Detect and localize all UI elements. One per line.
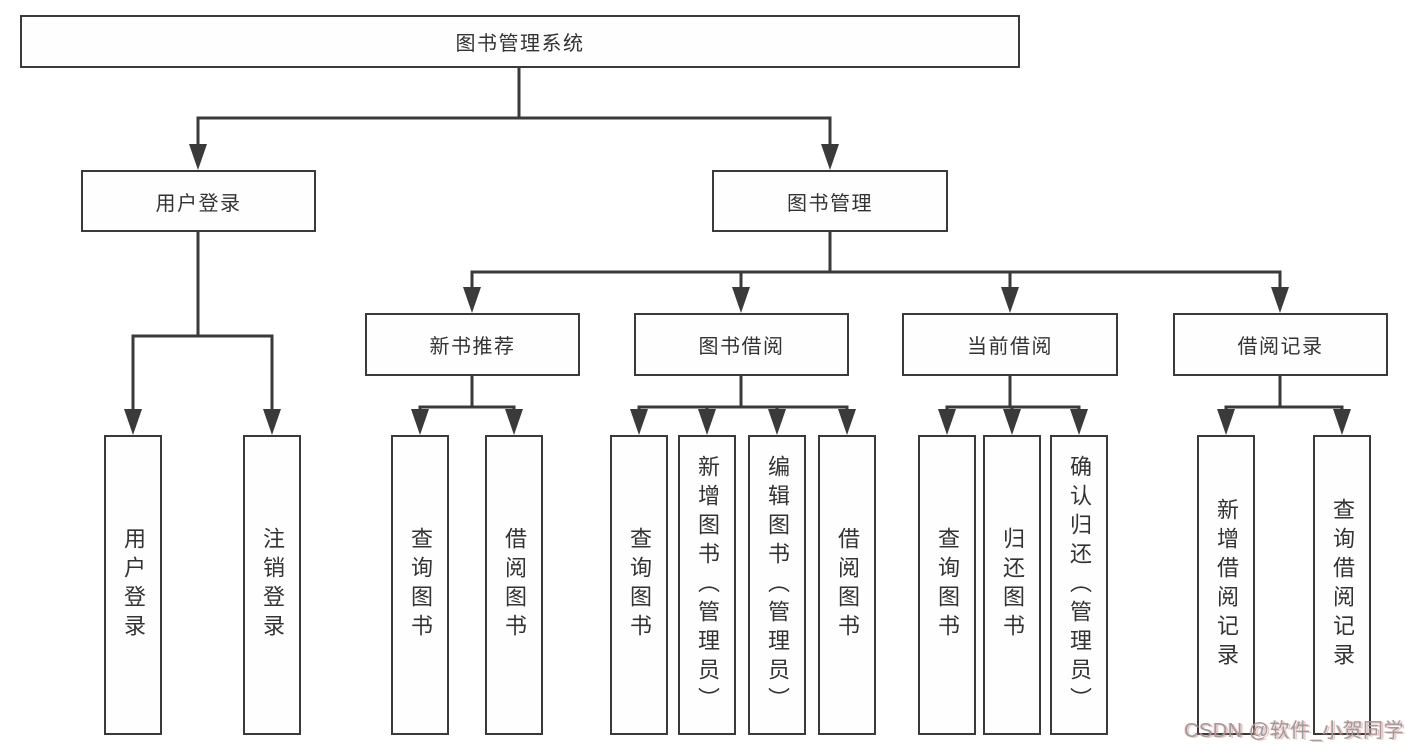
node-root-system-label: 图书管理系统: [455, 33, 585, 55]
node-borrowing-records-label: 借阅记录: [1237, 336, 1324, 358]
arrow-down-icon: [732, 287, 750, 313]
leaf-borrow-books-2: 借阅图书: [818, 435, 876, 735]
node-new-book-recommend: 新书推荐: [365, 313, 580, 376]
node-user-login: 用户登录: [81, 170, 316, 232]
node-book-management: 图书管理: [712, 170, 948, 232]
leaf-return-books: 归还图书: [983, 435, 1041, 735]
leaf-query-books-3: 查询图书: [918, 435, 976, 735]
arrow-down-icon: [1217, 409, 1235, 435]
leaf-query-books-1: 查询图书: [391, 435, 449, 735]
node-book-borrowing-label: 图书借阅: [698, 336, 785, 358]
node-book-management-label: 图书管理: [787, 192, 873, 215]
connector-user-login-to-leaves: [124, 232, 281, 435]
connector-cur-borrow-to-leaves: [938, 376, 1088, 435]
leaf-edit-books-admin-label: 编辑图书（管理员）: [765, 454, 790, 716]
arrow-down-icon: [505, 409, 523, 435]
arrow-down-icon: [698, 409, 716, 435]
arrow-down-icon: [630, 409, 648, 435]
leaf-query-books-1-label: 查询图书: [408, 527, 433, 643]
arrow-down-icon: [411, 409, 429, 435]
connector-book-borrow-to-leaves: [630, 376, 856, 435]
arrow-down-icon: [821, 144, 839, 170]
leaf-query-books-2: 查询图书: [610, 435, 668, 735]
arrow-down-icon: [124, 409, 142, 435]
leaf-query-borrow-record-label: 查询借阅记录: [1330, 498, 1355, 672]
leaf-query-books-2-label: 查询图书: [627, 527, 652, 643]
arrow-down-icon: [838, 409, 856, 435]
node-current-borrowing-label: 当前借阅: [967, 336, 1053, 358]
leaf-query-borrow-record: 查询借阅记录: [1313, 435, 1371, 735]
arrow-down-icon: [768, 409, 786, 435]
csdn-watermark: CSDN @软件_小贺同学: [1184, 720, 1405, 742]
node-borrowing-records: 借阅记录: [1173, 313, 1388, 376]
leaf-borrow-books-1-label: 借阅图书: [502, 527, 527, 643]
arrow-down-icon: [1271, 287, 1289, 313]
connector-new-rec-to-leaves: [411, 376, 523, 435]
arrow-down-icon: [1333, 409, 1351, 435]
leaf-borrow-books-1: 借阅图书: [485, 435, 543, 735]
leaf-edit-books-admin: 编辑图书（管理员）: [748, 435, 806, 735]
arrow-down-icon: [1003, 409, 1021, 435]
leaf-add-borrow-record-label: 新增借阅记录: [1214, 498, 1239, 672]
arrow-down-icon: [1001, 287, 1019, 313]
arrow-down-icon: [463, 287, 481, 313]
leaf-logout: 注销登录: [243, 435, 301, 735]
node-user-login-label: 用户登录: [155, 192, 242, 215]
connector-book-mgmt-to-level3: [463, 232, 1289, 313]
leaf-confirm-return-admin: 确认归还（管理员）: [1050, 435, 1108, 735]
leaf-user-login: 用户登录: [104, 435, 162, 735]
arrow-down-icon: [1070, 409, 1088, 435]
leaf-user-login-label: 用户登录: [121, 527, 146, 643]
node-book-borrowing: 图书借阅: [634, 313, 849, 376]
leaf-borrow-books-2-label: 借阅图书: [835, 527, 860, 643]
node-new-book-recommend-label: 新书推荐: [429, 336, 516, 358]
arrow-down-icon: [263, 409, 281, 435]
arrow-down-icon: [938, 409, 956, 435]
connector-root-to-level2: [189, 68, 839, 170]
leaf-return-books-label: 归还图书: [1000, 527, 1025, 643]
node-root-system: 图书管理系统: [20, 15, 1020, 68]
leaf-confirm-return-admin-label: 确认归还（管理员）: [1067, 454, 1092, 716]
leaf-add-borrow-record: 新增借阅记录: [1197, 435, 1255, 735]
leaf-add-books-admin: 新增图书（管理员）: [678, 435, 736, 735]
leaf-logout-label: 注销登录: [260, 527, 285, 643]
node-current-borrowing: 当前借阅: [902, 313, 1118, 376]
arrow-down-icon: [189, 144, 207, 170]
leaf-query-books-3-label: 查询图书: [935, 527, 960, 643]
connector-borrow-rec-to-leaves: [1217, 376, 1351, 435]
leaf-add-books-admin-label: 新增图书（管理员）: [695, 454, 720, 716]
